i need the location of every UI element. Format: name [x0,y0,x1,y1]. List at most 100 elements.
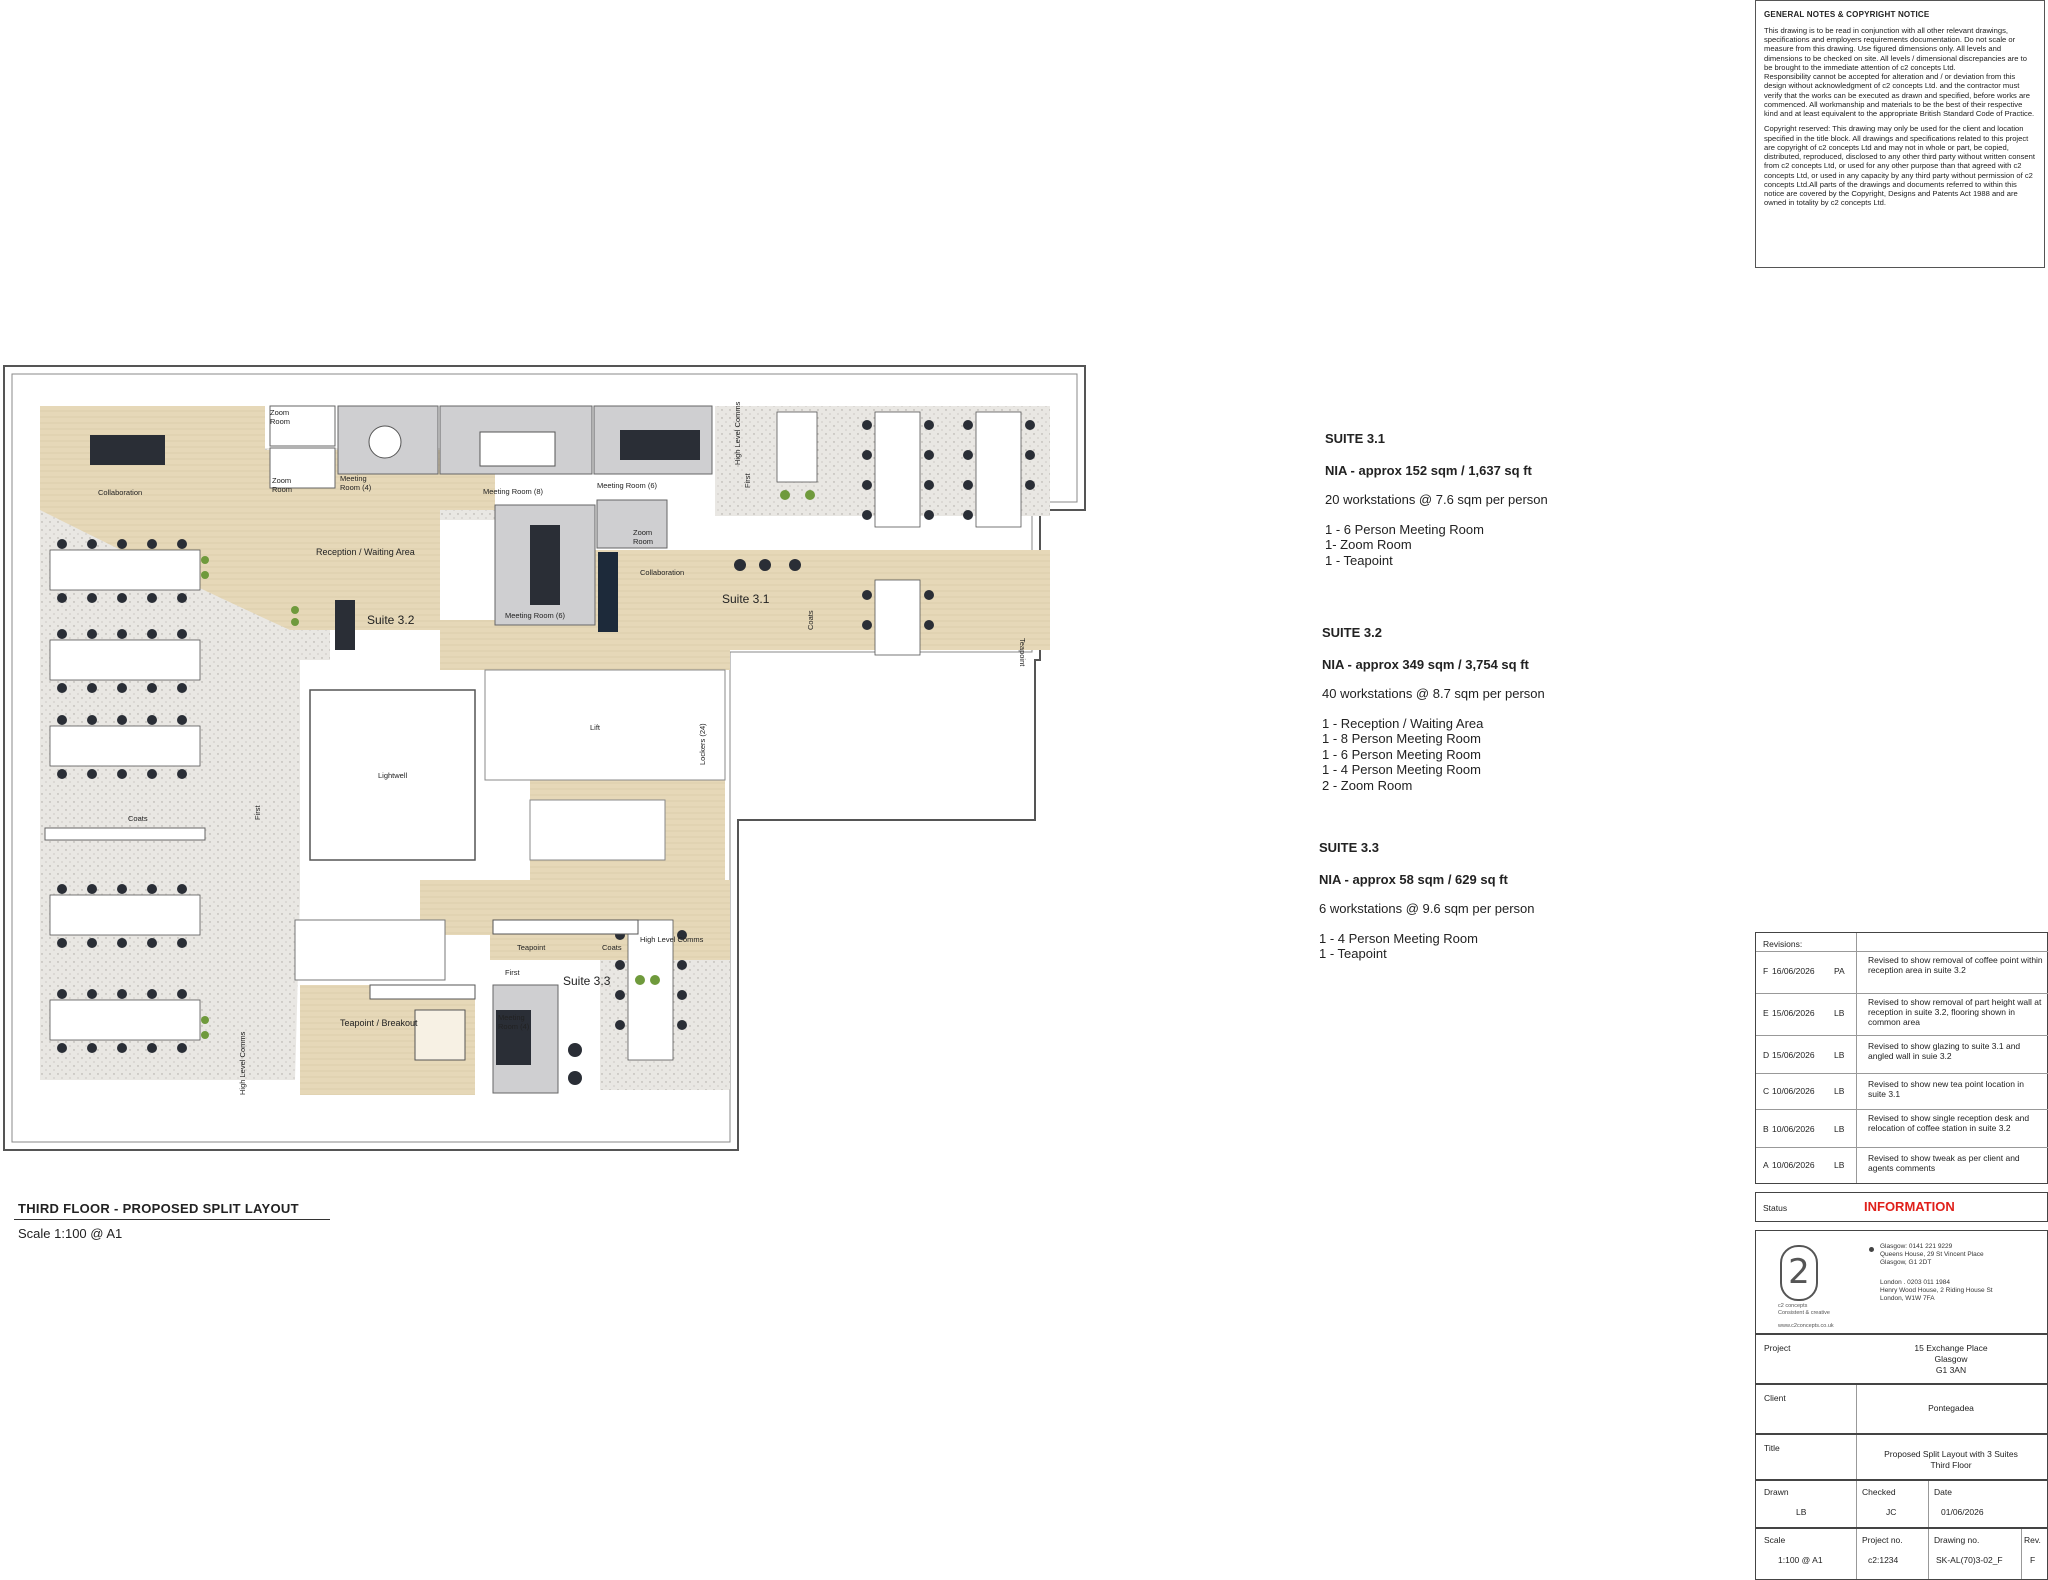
wc-block [529,799,666,861]
suite-description: SUITE 3.1 NIA - approx 152 sqm / 1,637 s… [1325,431,1548,568]
room-label: Coats [806,610,815,630]
revision-row: C 10/06/2026 LB Revised to show new tea … [1756,1073,2048,1111]
teapoint-counter-lower [492,919,639,935]
suite-heading: SUITE 3.3 [1319,840,1379,855]
suite-item: 1 - 4 Person Meeting Room [1322,762,1481,777]
suite-nia: NIA - approx 349 sqm / 3,754 sq ft [1322,656,1529,672]
room-label: Coats [128,814,148,823]
suite-workstations: 40 workstations @ 8.7 sqm per person [1322,686,1545,701]
client-box: Client Pontegadea [1755,1384,2048,1434]
logo-caption: c2 concepts Consistent & creative [1778,1303,1830,1316]
office-glasgow: Glasgow: 0141 221 9229 Queens House, 29 … [1880,1243,1984,1266]
lightwell [309,689,476,861]
company-logo: 2 [1780,1245,1818,1301]
floor-plan-drawing: Zoom Room Zoom Room Meeting Room (4) Mee… [3,365,1086,1151]
suite-nia: NIA - approx 58 sqm / 629 sq ft [1319,871,1508,887]
teapoint-counter [369,984,476,1000]
room-label: High Level Comms [238,1031,247,1095]
revisions-table: Revisions: F 16/06/2026 PA Revised to sh… [1755,932,2048,1184]
room-label: Zoom [633,528,652,537]
suite-item: 1- Zoom Room [1325,537,1412,552]
scale-label: Scale [1764,1535,1786,1545]
company-box: 2 c2 concepts Consistent & creative www.… [1755,1230,2048,1334]
title-box: Title Proposed Split Layout with 3 Suite… [1755,1434,2048,1480]
room-label: Room (4) [340,483,372,492]
status-value: INFORMATION [1864,1199,1955,1214]
room-label: First [743,473,752,488]
suite-item: 2 - Zoom Room [1322,777,1413,793]
suite-heading: SUITE 3.2 [1322,625,1382,640]
room-label: Coats [602,943,622,952]
suite-workstations: 6 workstations @ 9.6 sqm per person [1319,901,1535,916]
title-label: Title [1764,1443,1780,1453]
stair-core [294,919,446,981]
room-label: Meeting Room (6) [505,611,566,620]
meeting-tables [90,430,700,1065]
suite-description: SUITE 3.2 NIA - approx 349 sqm / 3,754 s… [1322,625,1545,793]
project-no-value: c2:1234 [1868,1555,1899,1565]
zoom-room-a [269,405,336,447]
zoom-room-b [269,447,336,489]
room-label: Room [633,537,653,546]
room-label: Meeting [498,1013,525,1022]
checked-label: Checked [1862,1487,1896,1497]
suite-nia: NIA - approx 152 sqm / 1,637 sq ft [1325,462,1532,478]
revision-row: F 16/06/2026 PA Revised to show removal … [1756,951,2048,989]
suite-workstations: 20 workstations @ 7.6 sqm per person [1325,492,1548,507]
room-label: Room [272,485,292,494]
company-website: www.c2concepts.co.uk [1778,1323,1834,1329]
drawing-scale: Scale 1:100 @ A1 [18,1226,123,1241]
chairs-suite32 [57,539,187,1053]
notes-paragraph: This drawing is to be read in conjunctio… [1764,25,2027,72]
project-value: 15 Exchange Place Glasgow G1 3AN [1914,1343,1988,1375]
drawn-value: LB [1796,1507,1807,1517]
room-label: First [505,968,520,977]
status-box: Status INFORMATION [1755,1192,2048,1222]
room-label: Lockers (24) [698,723,707,765]
drawing-no-value: SK-AL(70)3-02_F [1936,1555,2003,1565]
suite-heading: SUITE 3.1 [1325,431,1385,446]
suite-item: 1 - Teapoint [1325,552,1393,568]
suite-item: 1 - Reception / Waiting Area [1322,715,1484,731]
room-label: Meeting Room (6) [597,481,658,490]
suite-label: Suite 3.1 [722,592,770,606]
collaboration-dark [598,552,618,632]
room-label: Meeting Room (8) [483,487,544,496]
revision-row: E 15/06/2026 LB Revised to show removal … [1756,993,2048,1031]
desk-clusters-suite32 [49,549,201,1041]
room-label: Zoom [272,476,291,485]
drawn-label: Drawn [1764,1487,1789,1497]
suite-item: 1 - 4 Person Meeting Room [1319,930,1478,946]
checked-value: JC [1886,1507,1897,1517]
building-outline-inner [11,373,1078,1143]
suite-description: SUITE 3.3 NIA - approx 58 sqm / 629 sq f… [1319,840,1535,962]
reception-desk [335,600,355,650]
notes-heading: GENERAL NOTES & COPYRIGHT NOTICE [1764,10,1930,19]
rev-value: F [2030,1555,2036,1565]
date-label: Date [1934,1487,1952,1497]
suite-label: Suite 3.2 [367,613,415,627]
title-underline [14,1219,330,1220]
room-label: Teapoint [1018,638,1027,667]
plant-icon [201,490,815,1039]
drawing-no-label: Drawing no. [1934,1535,1980,1545]
room-label: First [253,805,262,820]
zoom-room-c [596,499,668,549]
title-value: Proposed Split Layout with 3 Suites Thir… [1884,1449,2018,1470]
room-label: Zoom [270,408,289,417]
meeting-table-8 [479,431,556,467]
suite-item: 1 - 8 Person Meeting Room [1322,731,1481,746]
building-outline [3,365,1086,1151]
suite-label: Suite 3.3 [563,974,611,988]
coats-rail-left [44,827,206,841]
notes-paragraph: Responsibility cannot be accepted for al… [1764,72,2035,118]
meeting-table-4 [368,425,402,459]
desk-clusters-suite31 [627,411,1022,1061]
core-block [484,669,726,781]
notes-paragraph: Copyright reserved: This drawing may onl… [1764,124,2035,208]
scale-value: 1:100 @ A1 [1778,1555,1823,1565]
drawn-row: Drawn LB Checked JC Date 01/06/2026 [1755,1480,2048,1528]
location-dot-icon [1869,1247,1874,1252]
project-box: Project 15 Exchange Place Glasgow G1 3AN [1755,1334,2048,1384]
revision-row: D 15/06/2026 LB Revised to show glazing … [1756,1035,2048,1073]
